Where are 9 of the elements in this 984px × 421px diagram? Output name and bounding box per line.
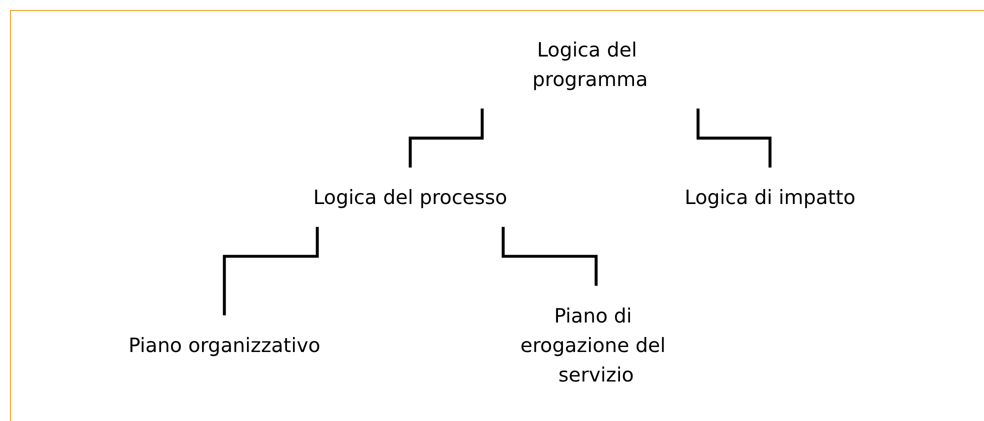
connector — [502, 226, 598, 288]
connector — [408, 108, 484, 170]
node-text: Piano organizzativo — [128, 333, 320, 357]
node-text: Piano di erogazione del servizio — [520, 304, 666, 386]
node-text: Logica di impatto — [684, 185, 856, 210]
node-text: Logica del processo — [313, 185, 508, 210]
connector — [696, 108, 772, 170]
node-text: Logica del programma — [532, 38, 648, 91]
connector — [222, 226, 319, 317]
